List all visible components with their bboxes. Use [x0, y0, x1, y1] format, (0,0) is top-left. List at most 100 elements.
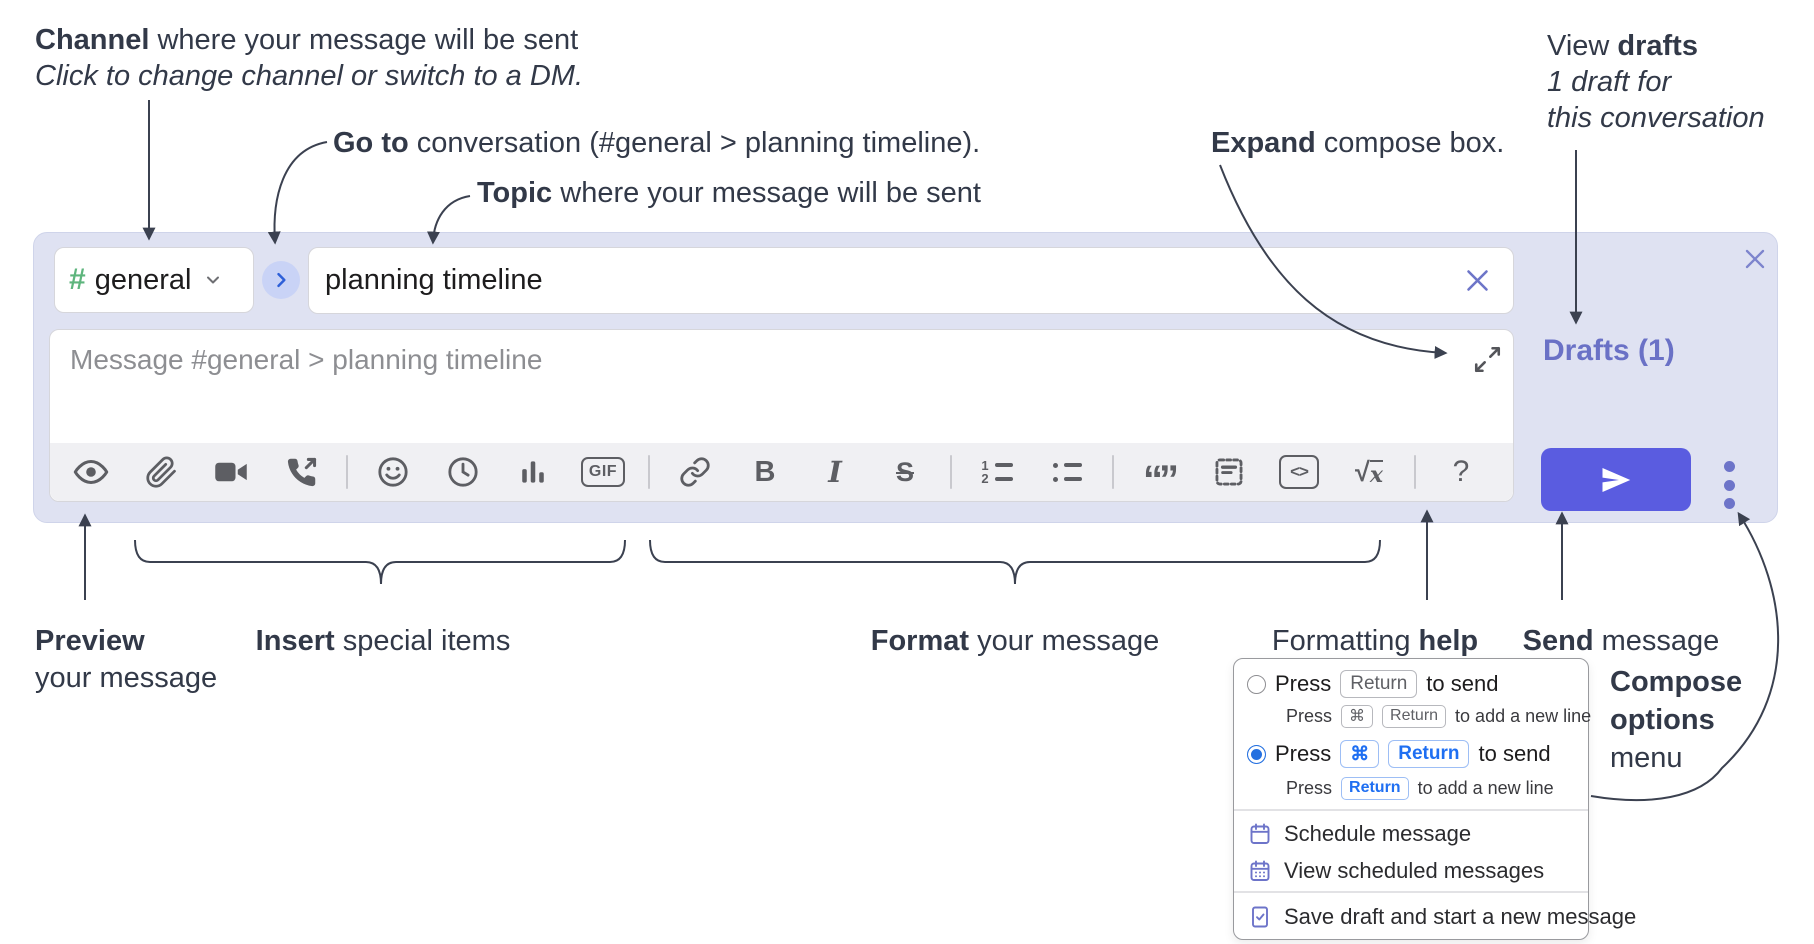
- option-text: to send: [1426, 671, 1499, 696]
- option-text: Press: [1286, 705, 1333, 726]
- gif-button[interactable]: GIF: [568, 449, 638, 495]
- drafts-link[interactable]: Drafts (1): [1543, 334, 1675, 367]
- toolbar-divider: [950, 455, 952, 489]
- annotation-line-italic: this conversation: [1547, 102, 1765, 134]
- annotation-line-italic: Click to change channel or switch to a D…: [35, 60, 584, 92]
- send-annotation: Send message: [1523, 623, 1720, 659]
- attach-file-button[interactable]: [126, 449, 196, 495]
- eye-icon: [73, 460, 109, 484]
- strikethrough-button[interactable]: S: [870, 449, 940, 495]
- quote-icon: “”: [1143, 458, 1179, 502]
- insert-annotation: Insert special items: [256, 623, 511, 659]
- italic-icon: I: [828, 455, 842, 489]
- goto-connector-line: [267, 141, 328, 245]
- annotation-line: menu: [1610, 742, 1683, 774]
- formula-button[interactable]: √x: [1334, 449, 1404, 495]
- option-text: to add a new line: [1455, 705, 1592, 726]
- bullet-list-icon: [1052, 462, 1082, 482]
- preview-button[interactable]: [56, 449, 126, 495]
- close-icon: [1467, 270, 1488, 291]
- menu-item-save-draft[interactable]: Save draft and start a new message: [1248, 897, 1636, 937]
- compose-box: # general planning timeline Message #gen…: [33, 232, 1778, 523]
- annotation-text: your message: [969, 625, 1160, 657]
- format-annotation: Format your message: [871, 623, 1160, 659]
- sqrt-formula-icon: √x: [1355, 456, 1383, 488]
- option-cmd-return-subtext: Press Return to add a new line: [1286, 775, 1554, 801]
- option-cmd-return-to-send[interactable]: Press ⌘ Return to send: [1247, 738, 1551, 770]
- return-keycap: Return: [1388, 740, 1470, 768]
- goto-conversation-button[interactable]: [262, 261, 300, 299]
- annotation-text: message: [1593, 625, 1720, 657]
- toolbar-divider: [1112, 455, 1114, 489]
- kebab-dot: [1723, 461, 1735, 472]
- annotation-bold: Insert: [255, 625, 335, 657]
- goto-annotation: Go to conversation (#general > planning …: [333, 125, 980, 161]
- radio-selected[interactable]: [1247, 744, 1266, 764]
- bold-icon: B: [754, 455, 776, 488]
- option-text: to add a new line: [1417, 777, 1554, 798]
- bullet-list-button[interactable]: [1032, 449, 1102, 495]
- emoji-button[interactable]: [358, 449, 428, 495]
- topic-annotation: Topic where your message will be sent: [477, 175, 981, 211]
- compose-options-button[interactable]: [1723, 461, 1735, 509]
- menu-item-schedule-message[interactable]: Schedule message: [1248, 815, 1471, 852]
- menu-divider: [1234, 809, 1588, 811]
- italic-button[interactable]: I: [800, 449, 870, 495]
- annotation-line-italic: 1 draft for: [1547, 66, 1672, 98]
- compose-options-menu: Press Return to send Press ⌘ Return to a…: [1233, 658, 1636, 940]
- formatting-help-button[interactable]: ?: [1426, 449, 1496, 495]
- chevron-down-icon: [207, 276, 220, 284]
- expand-annotation: Expand compose box.: [1211, 125, 1504, 161]
- menu-item-view-scheduled-messages[interactable]: View scheduled messages: [1248, 852, 1544, 889]
- message-placeholder: Message #general > planning timeline: [70, 344, 543, 375]
- annotation-bold: Channel: [35, 24, 150, 56]
- phone-outgoing-icon: [287, 457, 316, 486]
- annotation-line: View drafts: [1547, 28, 1765, 64]
- question-mark-icon: ?: [1452, 455, 1470, 488]
- message-box[interactable]: Message #general > planning timeline: [49, 329, 1514, 502]
- channel-annotation: Channel where your message will be sent …: [35, 22, 583, 94]
- smiley-icon: [378, 457, 408, 487]
- topic-input[interactable]: planning timeline: [308, 247, 1514, 314]
- annotation-text: compose box.: [1315, 127, 1505, 159]
- menu-item-label: Schedule message: [1284, 820, 1472, 846]
- blockquote-button[interactable]: “”: [1124, 449, 1194, 502]
- send-later-button[interactable]: [428, 449, 498, 495]
- send-button[interactable]: [1541, 448, 1691, 511]
- annotation-bold: Send: [1522, 625, 1594, 657]
- strikethrough-icon: S: [895, 456, 914, 487]
- channel-selector[interactable]: # general: [54, 247, 254, 313]
- code-icon: <>: [1279, 455, 1319, 489]
- clear-topic-button[interactable]: [1464, 267, 1491, 294]
- expand-button[interactable]: [1474, 346, 1501, 373]
- poll-button[interactable]: [498, 449, 568, 495]
- code-block-button[interactable]: [1194, 449, 1264, 495]
- radio-unselected[interactable]: [1247, 674, 1266, 694]
- annotation-text: where your message will be sent: [149, 24, 579, 56]
- video-clip-button[interactable]: [196, 449, 266, 495]
- formatting-help-annotation: Formatting help: [1272, 623, 1478, 659]
- option-text: Press: [1275, 741, 1332, 766]
- close-compose-button[interactable]: [1743, 247, 1767, 271]
- channel-name: general: [94, 263, 192, 296]
- preview-annotation: Preview your message: [35, 623, 217, 697]
- link-button[interactable]: [660, 449, 730, 495]
- annotation-bold: Topic: [477, 177, 553, 209]
- annotation-bold: Go to: [333, 127, 409, 159]
- calendar-icon: [1250, 823, 1270, 844]
- paperclip-icon: [145, 456, 176, 488]
- compose-options-annotation: Compose options menu: [1610, 663, 1742, 777]
- audio-call-button[interactable]: [266, 449, 336, 495]
- format-brace: [649, 539, 1381, 585]
- annotation-bold: Compose: [1610, 666, 1743, 698]
- annotation-text: Formatting: [1271, 625, 1419, 657]
- annotation-bold: Format: [870, 625, 970, 657]
- close-icon: [1745, 249, 1765, 269]
- inline-code-button[interactable]: <>: [1264, 449, 1334, 495]
- menu-item-label: View scheduled messages: [1284, 857, 1545, 883]
- option-return-to-send[interactable]: Press Return to send: [1247, 669, 1498, 699]
- annotation-bold: drafts: [1617, 30, 1698, 62]
- bold-button[interactable]: B: [730, 449, 800, 495]
